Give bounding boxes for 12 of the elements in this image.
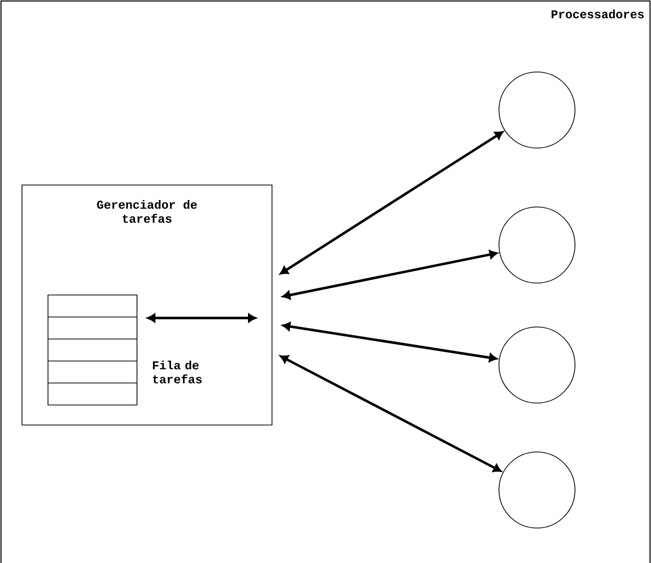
processor-circle xyxy=(498,326,576,404)
arrow xyxy=(147,314,256,322)
group-label: Processadores xyxy=(552,10,644,18)
processor-circle xyxy=(498,452,576,528)
arrow xyxy=(280,131,504,274)
arrow xyxy=(282,250,498,300)
queue-label: Fila de tarefas xyxy=(152,360,202,384)
arrow xyxy=(280,355,502,472)
processor-circle xyxy=(498,72,576,148)
queue-stack xyxy=(48,294,138,406)
processor-circle xyxy=(498,206,576,284)
arrow xyxy=(282,322,498,362)
